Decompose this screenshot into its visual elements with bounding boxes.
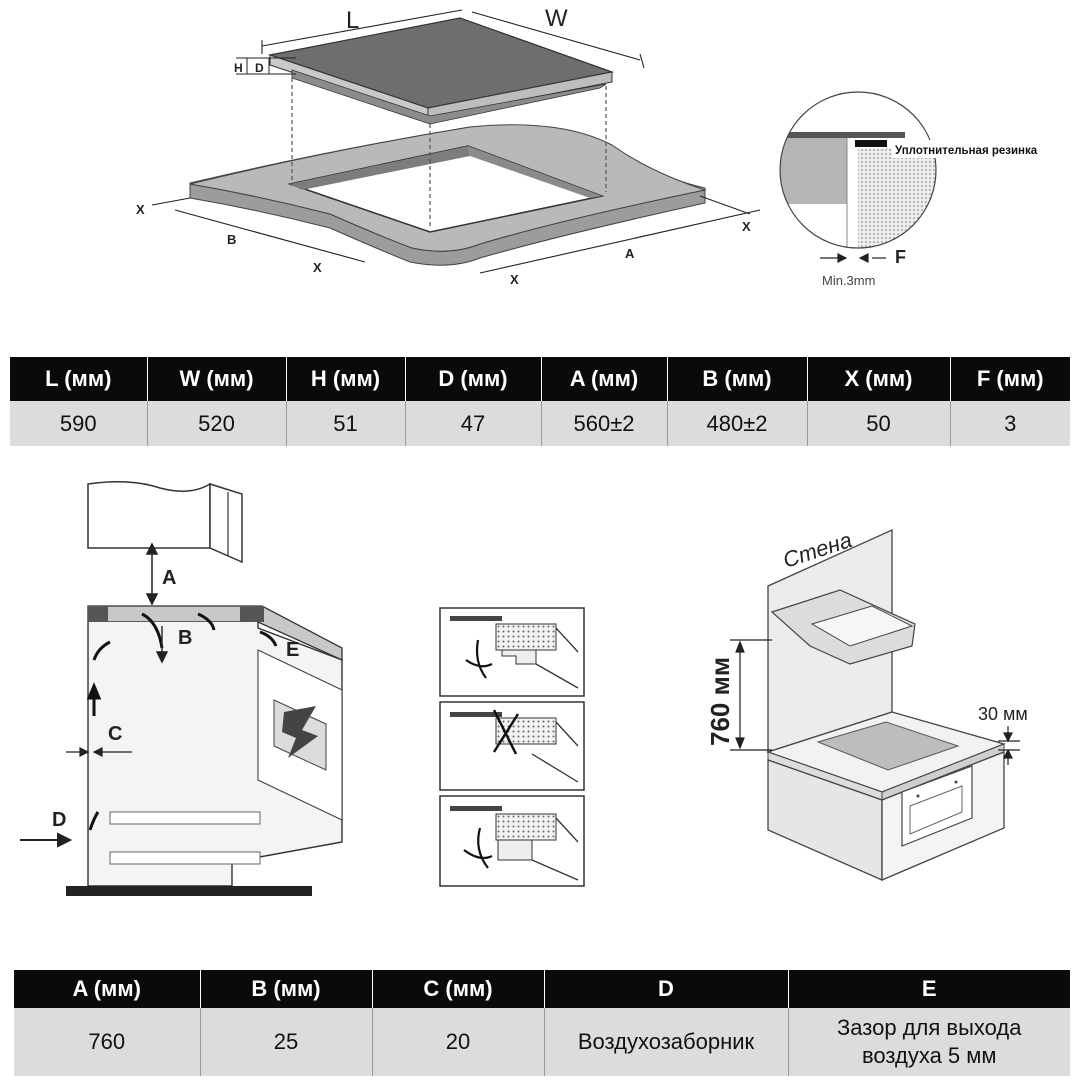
table-row: 590 520 51 47 560±2 480±2 50 3 — [10, 401, 1070, 446]
label-b: B — [227, 232, 236, 247]
header-d: D — [544, 970, 789, 1008]
header-d: D (мм) — [405, 357, 542, 401]
label-a: A — [625, 246, 635, 261]
table-row: 760 25 20 Воздухозаборник Зазор для выхо… — [14, 1008, 1070, 1076]
arrow-a — [145, 542, 159, 606]
header-l: L (мм) — [10, 357, 148, 401]
cutout-diagram: L W H D X B X X A X Уплотнительная резин… — [136, 5, 1062, 288]
value-x: 50 — [807, 401, 951, 446]
detail-circle — [779, 91, 937, 249]
gap-30: 30 мм — [978, 704, 1028, 724]
header-f: F (мм) — [950, 357, 1070, 401]
header-x: X (мм) — [807, 357, 951, 401]
label-a: A — [162, 567, 176, 589]
table-header-row: A (мм) B (мм) C (мм) D E — [14, 970, 1070, 1008]
variant-correct-1 — [439, 607, 585, 697]
airflow-arrows — [86, 612, 278, 831]
variant-wrong — [439, 701, 585, 791]
installation-variants — [439, 607, 585, 887]
floor — [66, 886, 312, 896]
value-w: 520 — [147, 401, 287, 446]
label-x-3: X — [510, 272, 519, 287]
arrow-c — [66, 747, 132, 757]
label-d: D — [255, 61, 264, 75]
seal-label: Уплотнительная резинка — [895, 145, 1038, 157]
upper-cabinet — [87, 481, 211, 549]
worktop — [189, 124, 707, 266]
value-e: Зазор для выхода воздуха 5 мм — [788, 1008, 1070, 1076]
label-d: D — [52, 809, 66, 831]
header-e: E — [788, 970, 1070, 1008]
ventilation-diagram: A B E C D — [20, 481, 343, 896]
header-c: C (мм) — [372, 970, 545, 1008]
height-760: 760 мм — [705, 657, 735, 746]
dim-lines-top — [236, 9, 645, 75]
label-b: B — [178, 627, 192, 649]
label-l: L — [346, 7, 359, 34]
value-a: 760 — [14, 1008, 201, 1076]
variant-correct-2 — [439, 795, 585, 887]
header-a: A (мм) — [14, 970, 201, 1008]
header-b: B (мм) — [200, 970, 373, 1008]
hob — [816, 721, 960, 771]
hob-glass — [267, 17, 615, 125]
arrow-b — [155, 626, 169, 664]
value-c: 20 — [372, 1008, 545, 1076]
label-e: E — [286, 639, 299, 661]
ventilation-table: A (мм) B (мм) C (мм) D E 760 25 20 Возду… — [14, 970, 1070, 1076]
value-f: 3 — [950, 401, 1070, 446]
value-h: 51 — [286, 401, 406, 446]
label-x-1: X — [136, 202, 145, 217]
label-c: C — [108, 723, 122, 745]
dim-760 — [730, 639, 772, 751]
value-a: 560±2 — [541, 401, 668, 446]
header-b: B (мм) — [667, 357, 808, 401]
header-a: A (мм) — [541, 357, 668, 401]
label-x-2: X — [313, 260, 322, 275]
value-b: 480±2 — [667, 401, 808, 446]
arrow-d — [20, 832, 73, 848]
dimensions-table: L (мм) W (мм) H (мм) D (мм) A (мм) B (мм… — [10, 357, 1070, 446]
table-header-row: L (мм) W (мм) H (мм) D (мм) A (мм) B (мм… — [10, 357, 1070, 401]
label-f: F — [895, 247, 906, 267]
dim-lines-cutout — [151, 195, 761, 274]
projection-lines — [291, 78, 607, 228]
value-b: 25 — [200, 1008, 373, 1076]
label-w: W — [545, 5, 568, 32]
value-l: 590 — [10, 401, 148, 446]
label-x-4: X — [742, 219, 751, 234]
header-h: H (мм) — [286, 357, 406, 401]
min-gap: Min.3mm — [822, 273, 875, 288]
seal-detail — [780, 92, 936, 248]
wall-diagram: Стена 760 мм 30 мм — [705, 527, 1028, 881]
header-w: W (мм) — [147, 357, 287, 401]
dim-30 — [998, 726, 1020, 765]
label-h: H — [234, 61, 243, 75]
value-d: Воздухозаборник — [544, 1008, 789, 1076]
value-d: 47 — [405, 401, 542, 446]
gap-arrows — [820, 253, 886, 263]
